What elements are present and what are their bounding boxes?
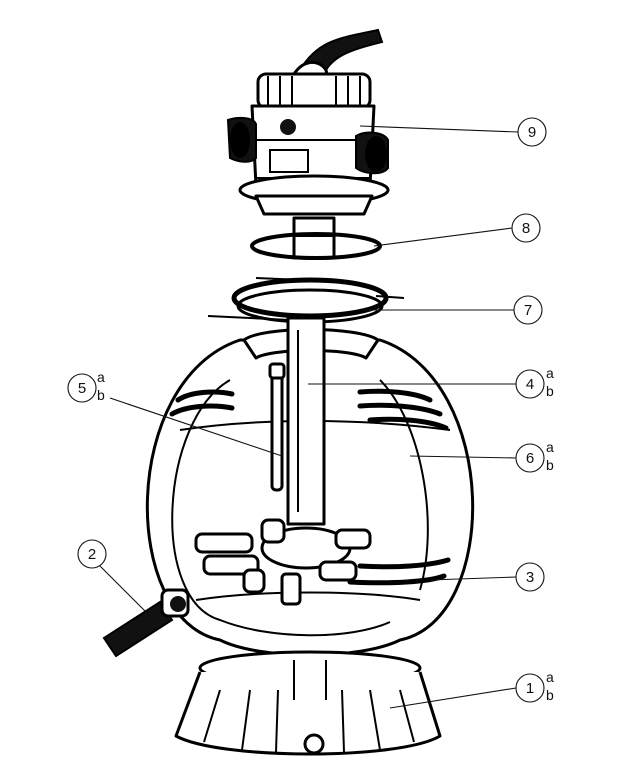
callout-6-sub-b: b <box>546 457 554 473</box>
callout-8-number: 8 <box>522 220 530 237</box>
callout-2-number: 2 <box>88 546 96 563</box>
callout-4-sub-b: b <box>546 383 554 399</box>
multiport-valve <box>226 28 390 260</box>
o-ring <box>250 232 382 260</box>
callout-5-number: 5 <box>78 380 86 397</box>
callout-4-number: 4 <box>526 376 534 393</box>
callout-6: 6 a b <box>515 439 554 473</box>
callout-5: 5 a b <box>67 369 105 403</box>
callout-2: 2 <box>77 539 107 569</box>
filter-base <box>174 650 442 756</box>
callout-5-sub-b: b <box>97 387 105 403</box>
callout-6-sub-a: a <box>546 439 554 455</box>
callout-9-number: 9 <box>528 124 536 141</box>
drain-valve <box>102 588 190 658</box>
callout-3: 3 <box>515 562 545 592</box>
air-relief-tube <box>268 362 286 492</box>
callout-1-sub-b: b <box>546 687 554 703</box>
callout-3-number: 3 <box>526 569 534 586</box>
standpipe <box>286 316 326 526</box>
leader-lines <box>99 125 519 709</box>
callout-5-sub-a: a <box>97 369 105 385</box>
callout-8: 8 <box>511 213 541 243</box>
callout-1-number: 1 <box>526 680 534 697</box>
callout-1-sub-a: a <box>546 669 554 685</box>
laterals-hub <box>194 518 372 606</box>
callout-4: 4 a b <box>515 365 554 399</box>
callout-4-sub-a: a <box>546 365 554 381</box>
tank-clamp <box>207 277 405 324</box>
callout-1: 1 a b <box>515 669 554 703</box>
callout-7-number: 7 <box>524 302 532 319</box>
callout-9: 9 <box>517 117 547 147</box>
callout-6-number: 6 <box>526 450 534 467</box>
callout-7: 7 <box>513 295 543 325</box>
